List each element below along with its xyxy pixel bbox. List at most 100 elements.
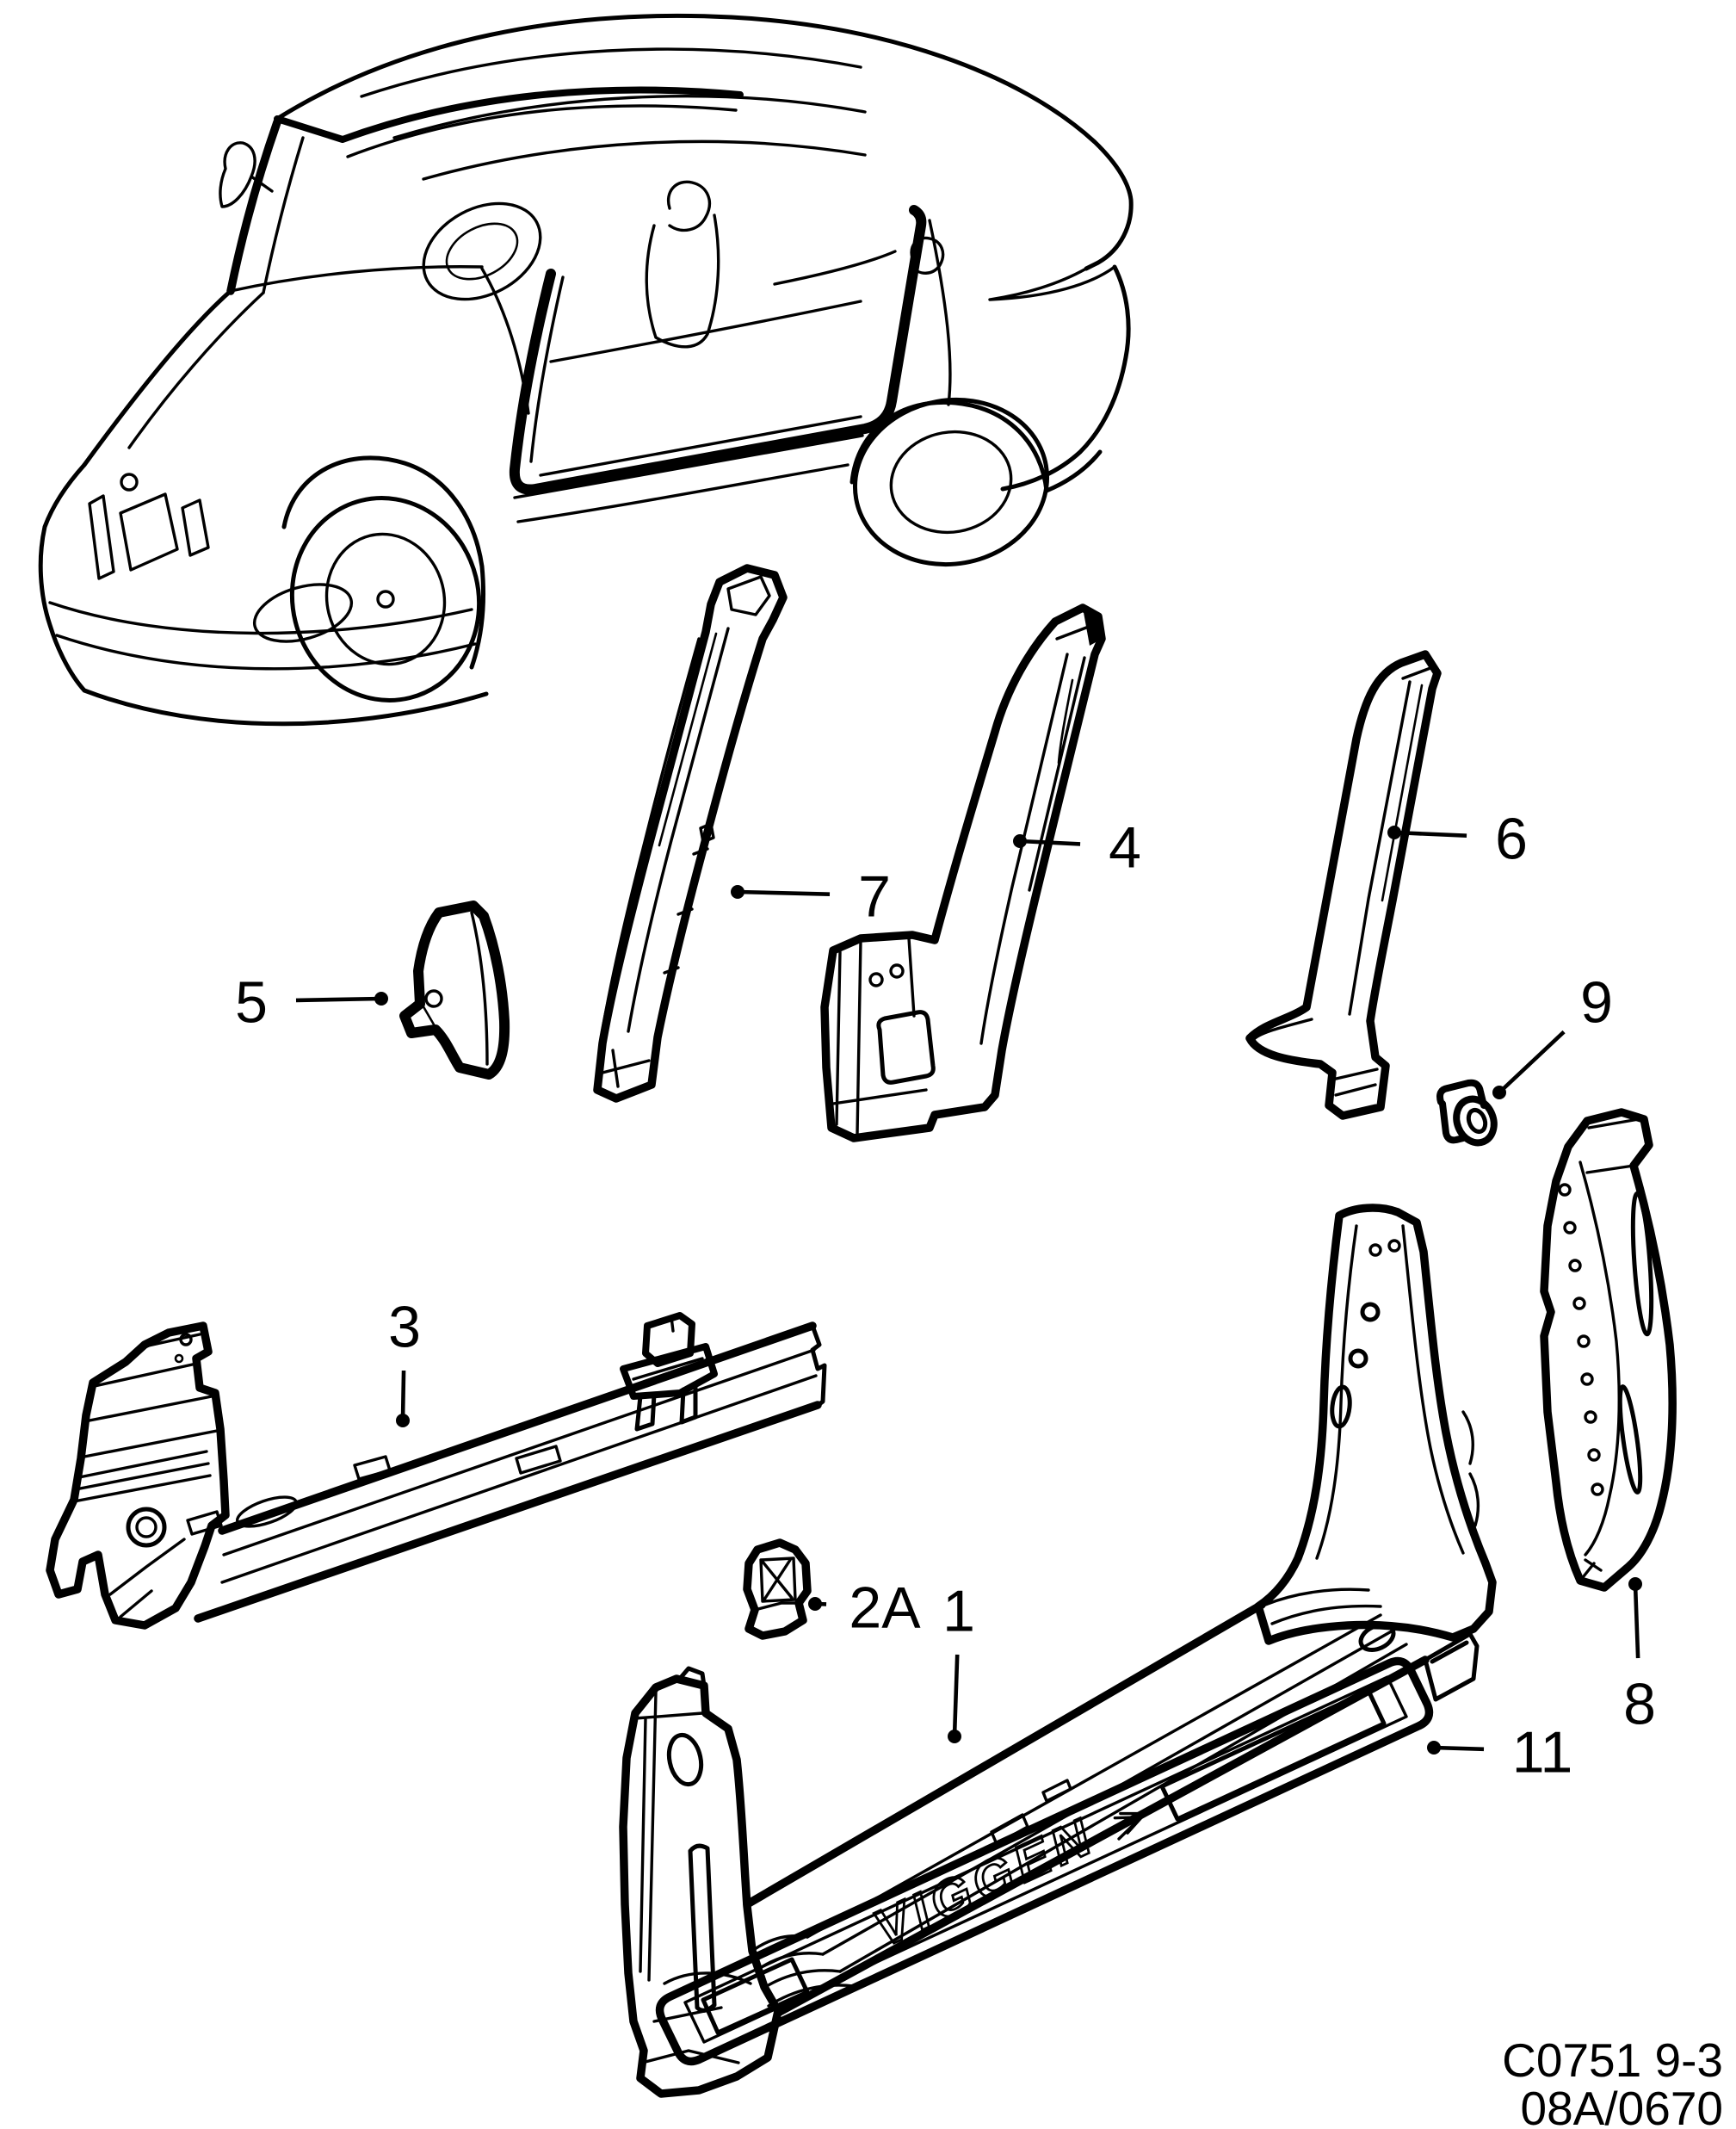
- leader-line: [400, 1370, 406, 1421]
- bracket-hole: [424, 989, 443, 1008]
- part-9-grommet: [1436, 1079, 1498, 1147]
- leader-dot: [808, 1597, 822, 1611]
- front-wheel-arch: [281, 455, 485, 670]
- convertible-top-outline: [275, 13, 1134, 271]
- part-number-label: 6: [1495, 806, 1528, 871]
- door-mirror: [219, 141, 274, 208]
- drawing-code-line-1: C0751 9-3: [1502, 2033, 1723, 2087]
- leader-dot: [1427, 1741, 1441, 1755]
- rail-oval-slot: [235, 1495, 299, 1528]
- sill-end-cap: [1423, 1631, 1480, 1702]
- callout-11: 11: [1427, 1719, 1572, 1785]
- door-aperture-inner: [529, 275, 862, 477]
- windshield-header: [274, 86, 744, 143]
- bracket-grommet-hole: [126, 1507, 167, 1548]
- part-number-label: 1: [942, 1578, 975, 1643]
- callout-6: 6: [1387, 806, 1528, 871]
- b-pillar-panel: [1254, 1204, 1497, 1645]
- bumper-strip: [55, 634, 477, 671]
- part-number-label: 11: [1512, 1719, 1573, 1785]
- front-wheel: [289, 496, 482, 702]
- part-2a-clip: [743, 1538, 812, 1640]
- b-pillar-hole: [1348, 1348, 1368, 1369]
- panel-slot: [1617, 1384, 1643, 1495]
- pillar-slot: [688, 1843, 717, 2013]
- b-pillar-hole: [1360, 1302, 1381, 1322]
- box-slot: [876, 1010, 936, 1085]
- leader-line: [1633, 1583, 1640, 1659]
- callout-7: 7: [731, 863, 891, 929]
- viggen-chevron-icon: [1113, 1811, 1147, 1841]
- steering-wheel-inner: [445, 222, 519, 281]
- leader-line: [1393, 830, 1467, 839]
- leader-dot: [1628, 1577, 1642, 1591]
- part-number-label: 2A: [849, 1575, 921, 1640]
- part-8-pillar-outer-panel: [1540, 1108, 1677, 1592]
- leader-dot: [948, 1730, 961, 1743]
- front-face: [38, 462, 87, 693]
- callout-5: 5: [235, 969, 388, 1035]
- sill-top-edge: [743, 1600, 1266, 1909]
- windshield-a-pillar: [226, 118, 281, 295]
- rail-slot: [353, 1455, 392, 1481]
- leader-dot: [374, 992, 388, 1006]
- front-hub: [376, 590, 395, 609]
- rear-wheel-inner: [889, 430, 1013, 535]
- leader-line: [952, 1654, 960, 1737]
- rear-wheel-arch: [849, 399, 1103, 493]
- rail-top-edge: [218, 1321, 817, 1535]
- rocker-lines: [513, 434, 864, 523]
- pillar-oval-hole: [666, 1732, 704, 1787]
- rail-left-bracket: [46, 1321, 230, 1630]
- callout-9: 9: [1492, 969, 1613, 1099]
- trim-inner-border: [683, 1675, 1408, 2044]
- top-bow-line: [392, 95, 867, 139]
- callout-1: 1: [942, 1578, 975, 1743]
- part-number-label: 7: [858, 863, 891, 929]
- grille-slats: [88, 492, 210, 580]
- callout-8: 8: [1623, 1577, 1656, 1736]
- rail-slot: [186, 1510, 223, 1536]
- front-wheel-inner: [324, 532, 447, 666]
- leader-dot: [1492, 1086, 1506, 1099]
- steering-wheel: [422, 201, 542, 301]
- panel-slot: [1630, 1191, 1654, 1337]
- part-7-windshield-pillar-inner: [593, 564, 788, 1103]
- part-number-label: 5: [235, 969, 268, 1035]
- front-seat: [645, 180, 720, 349]
- cowl-line: [229, 265, 484, 293]
- hood-badge: [120, 473, 139, 492]
- viggen-lettering: VIGGEN: [865, 1805, 1104, 1957]
- part-number-label: 4: [1109, 814, 1141, 880]
- hood-edge: [82, 288, 233, 467]
- clip-x-brace: [761, 1558, 794, 1601]
- leader-line: [737, 889, 831, 896]
- trunk-rear: [1000, 264, 1131, 492]
- callout-4: 4: [1013, 814, 1141, 880]
- door-aperture-seal: [509, 205, 927, 495]
- quarter-line: [928, 219, 952, 406]
- leader-line: [1498, 1030, 1566, 1094]
- top-bow-line: [422, 139, 867, 181]
- rail-end-cap: [810, 1323, 827, 1409]
- part-number-label: 8: [1623, 1671, 1656, 1736]
- car-overview-illustration: [38, 13, 1134, 727]
- hood-crease: [127, 291, 265, 449]
- part-1-sill-panel-assembly: [619, 1204, 1497, 2098]
- part-6-pillar-outer: [1245, 650, 1442, 1120]
- trim-left-inset: [701, 1957, 810, 2035]
- leader-dot: [731, 885, 744, 899]
- top-bow-line: [360, 47, 862, 98]
- windshield-glass-edge: [262, 136, 305, 294]
- rear-wheel: [852, 397, 1050, 567]
- drawing-code-line-2: 08A/0670: [1521, 2082, 1724, 2129]
- bumper-strip: [48, 601, 473, 635]
- top-rear-edge: [988, 265, 1116, 301]
- part-number-label: 9: [1580, 969, 1613, 1035]
- trim-outline: [655, 1656, 1434, 2066]
- windshield-header-inner: [346, 104, 738, 158]
- leader-line: [1433, 1745, 1485, 1752]
- part-3-sill-inner-rail: [46, 1312, 827, 1630]
